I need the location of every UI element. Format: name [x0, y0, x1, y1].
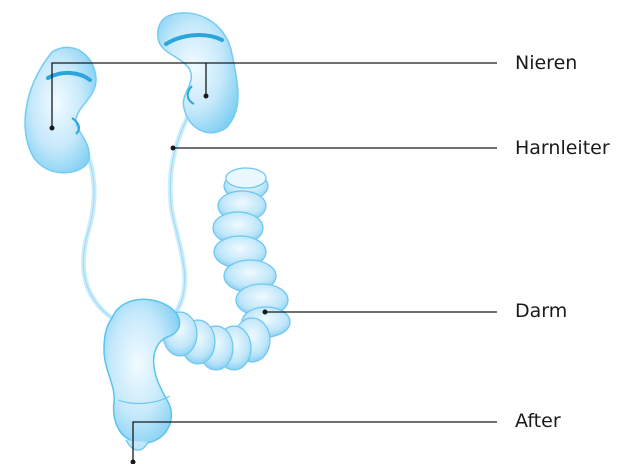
label-ureters: Harnleiter — [515, 139, 610, 158]
ureters — [80, 112, 190, 318]
right-kidney — [158, 13, 238, 133]
label-anus: After — [515, 412, 561, 431]
left-kidney — [25, 47, 96, 172]
leader-anus — [133, 422, 497, 462]
label-kidneys: Nieren — [515, 54, 577, 73]
label-intestine: Darm — [515, 302, 567, 321]
leader-kidneys — [206, 63, 497, 96]
right-ureter — [170, 112, 190, 312]
intestine — [104, 168, 290, 450]
